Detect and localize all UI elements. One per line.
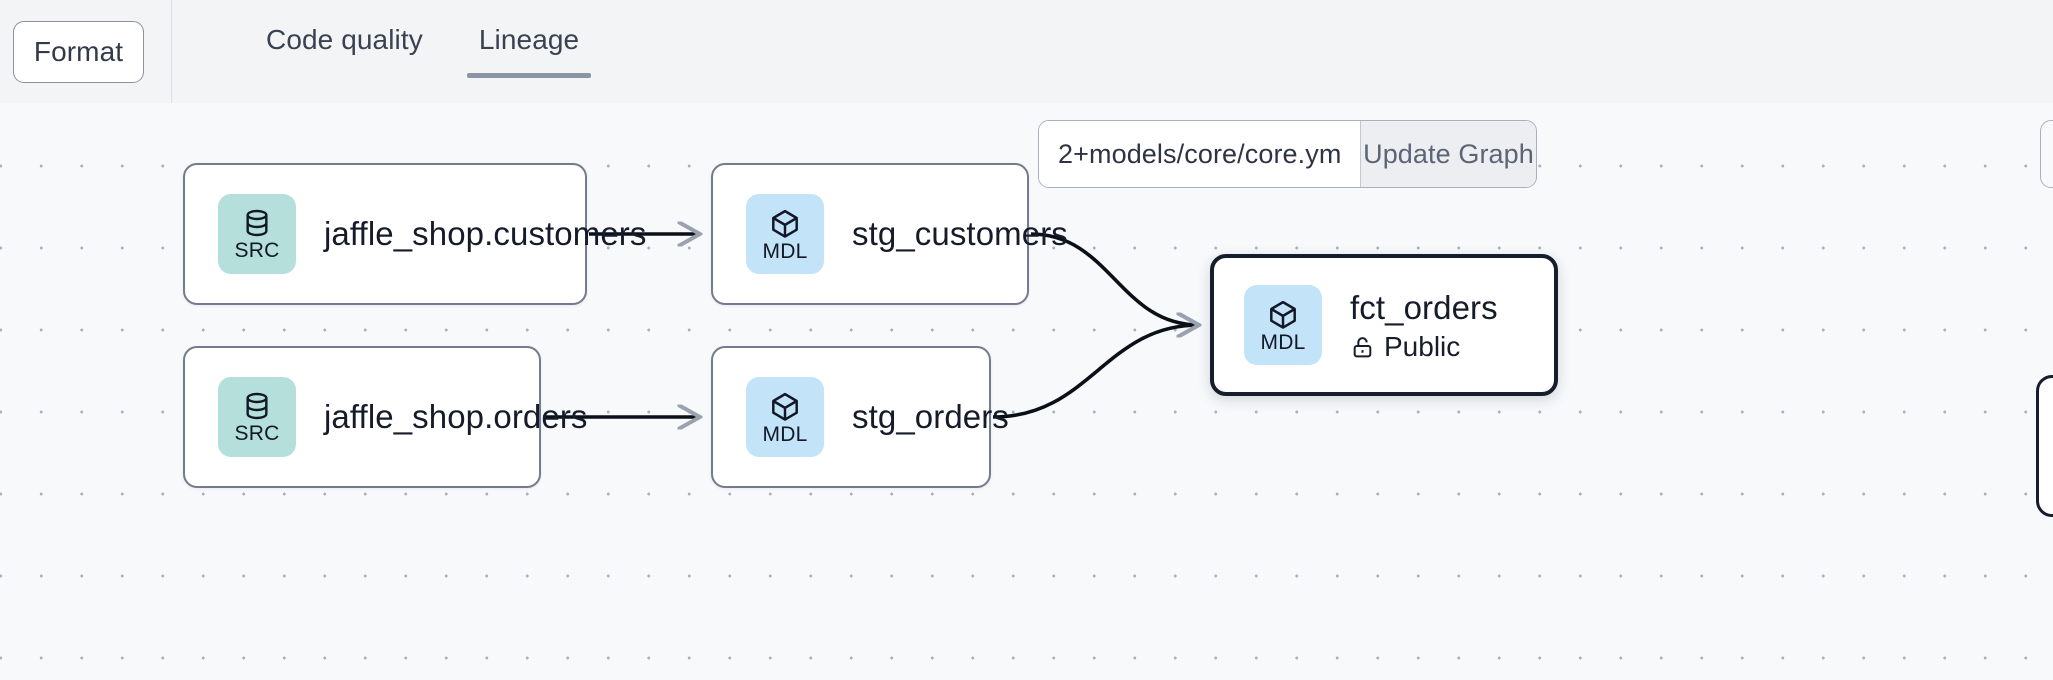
lineage-node-stg-orders[interactable]: MDL stg_orders (711, 346, 1009, 488)
lineage-canvas[interactable]: SRC jaffle_shop.customers SRC jaffle_sho… (0, 103, 2053, 680)
node-access-label: Public (1384, 330, 1461, 362)
node-title: jaffle_shop.orders (324, 398, 588, 436)
format-button[interactable]: Format (13, 20, 144, 83)
tab-code-quality[interactable]: Code quality (266, 24, 423, 55)
node-access-row: Public (1350, 330, 1498, 362)
toolbar-left-group: Format (0, 0, 172, 103)
cube-icon (772, 392, 798, 421)
model-badge: MDL (746, 194, 824, 274)
node-body: jaffle_shop.orders (324, 398, 588, 436)
cube-icon (772, 209, 798, 238)
side-panel-peek[interactable] (2040, 120, 2053, 188)
node-title: fct_orders (1350, 289, 1498, 327)
model-badge: MDL (746, 377, 824, 457)
source-badge: SRC (218, 194, 296, 274)
tab-lineage[interactable]: Lineage (451, 0, 607, 103)
unlock-icon (1353, 337, 1372, 358)
node-title: stg_orders (852, 398, 1009, 436)
lineage-node-src-customers[interactable]: SRC jaffle_shop.customers (183, 163, 646, 305)
source-badge: SRC (218, 377, 296, 457)
node-body: stg_customers (852, 215, 1068, 253)
update-graph-button[interactable]: Update Graph (1360, 121, 1536, 187)
badge-label: MDL (762, 422, 808, 446)
node-body: stg_orders (852, 398, 1009, 436)
database-icon (246, 209, 268, 237)
edge-stg-orders-to-fct-orders (992, 325, 1199, 419)
database-icon (246, 392, 268, 420)
lineage-node-stg-customers[interactable]: MDL stg_customers (711, 163, 1068, 305)
node-title: stg_customers (852, 215, 1068, 253)
editor-toolbar: Format Code quality Lineage (0, 0, 2053, 103)
cube-icon (1270, 300, 1296, 329)
badge-label: SRC (234, 239, 280, 262)
badge-label: MDL (1260, 330, 1306, 354)
lineage-node-fct-orders[interactable]: MDL fct_orders Public (1210, 254, 1558, 396)
tab-bar: Code quality Lineage (172, 0, 2053, 103)
badge-label: SRC (234, 422, 280, 445)
lineage-node-src-orders[interactable]: SRC jaffle_shop.orders (183, 346, 587, 488)
graph-controls: Update Graph (1038, 120, 1537, 188)
node-body: jaffle_shop.customers (324, 215, 647, 253)
node-body: fct_orders Public (1350, 289, 1498, 361)
lineage-node-peek[interactable] (2036, 375, 2053, 517)
node-title: jaffle_shop.customers (324, 215, 647, 253)
badge-label: MDL (762, 239, 808, 263)
graph-selector-input[interactable] (1039, 121, 1360, 187)
model-badge: MDL (1244, 285, 1322, 365)
